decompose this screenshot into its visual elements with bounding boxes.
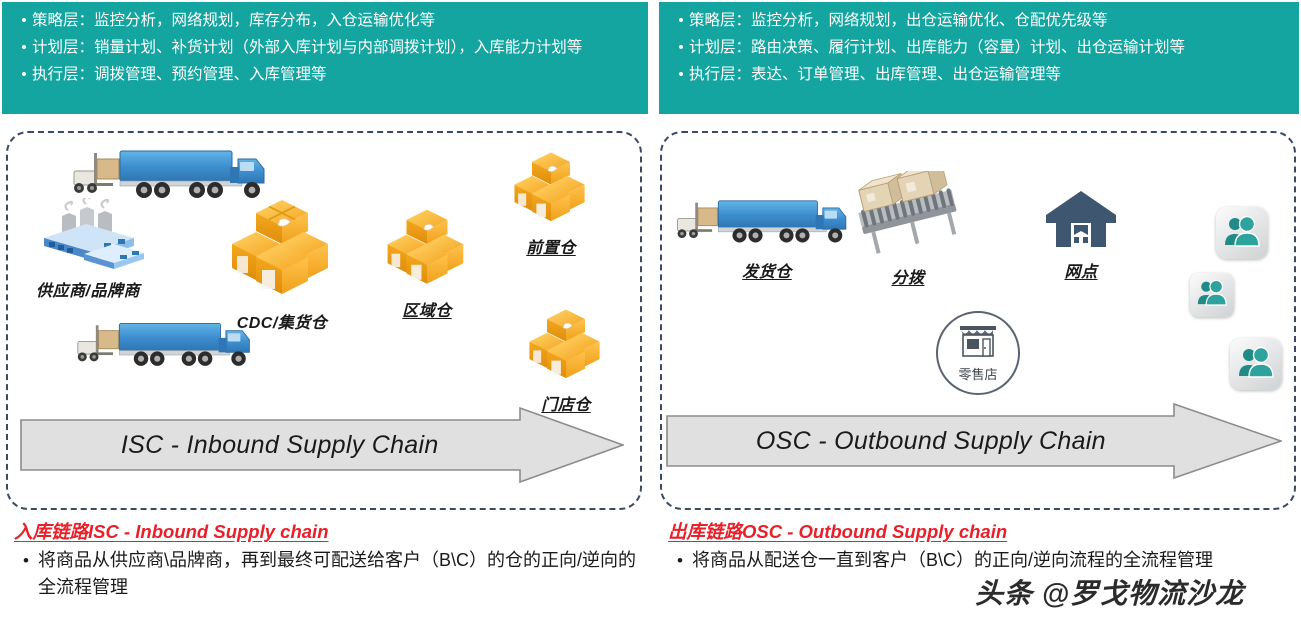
customer-icon-card-3 [1230, 338, 1282, 390]
arrow-label-isc: ISC - Inbound Supply Chain [120, 430, 439, 459]
arrow-banner-isc: ISC - Inbound Supply Chain [20, 406, 624, 484]
shop-front-icon [958, 324, 998, 363]
factory-icon [24, 194, 152, 275]
truck-node-top [70, 145, 280, 212]
caption-body-inbound: 将商品从供应商\品牌商，再到最终可配送给客户（B\C）的仓的正向/逆向的全流程管… [38, 550, 637, 597]
bullet-dot-icon: • [677, 551, 683, 570]
box-stack-icon [230, 198, 334, 307]
node-outlet: 网点 [1044, 189, 1118, 282]
node-label-outlet: 网点 [1064, 264, 1098, 281]
truck-forklift-icon [74, 318, 264, 379]
arrow-label-osc: OSC - Outbound Supply Chain [755, 426, 1106, 455]
caption-body-outbound: 将商品从配送仓一直到客户（B\C）的正向/逆向流程的全流程管理 [692, 550, 1214, 570]
header-bullet-row: • 执行层：调拨管理、预约管理、入库管理等 [16, 62, 638, 87]
node-shipping-warehouse: 发货仓 [674, 195, 860, 282]
node-cdc: CDC/集货仓 [230, 198, 334, 333]
node-forward-warehouse: 前置仓 [513, 151, 589, 258]
header-bullet-text: 执行层：表达、订单管理、出库管理、出仓运输管理等 [689, 66, 1062, 83]
caption-inbound: 入库链路ISC - Inbound Supply chain • 将商品从供应商… [14, 518, 644, 601]
node-label-supplier: 供应商/品牌商 [36, 283, 140, 300]
bullet-dot-icon: • [678, 66, 684, 83]
node-sorting: 分拨 [850, 160, 966, 288]
bullet-dot-icon: • [21, 12, 27, 29]
customer-icon-card-1 [1216, 207, 1268, 259]
box-stack-icon [386, 208, 468, 295]
warehouse-icon [1044, 189, 1118, 256]
node-label-shipping-warehouse: 发货仓 [742, 264, 792, 281]
people-icon [1238, 346, 1274, 383]
header-bullet-text: 策略层：监控分析，网络规划，出仓运输优化、仓配优先级等 [689, 12, 1108, 29]
truck-forklift-icon [70, 145, 280, 212]
node-supplier: 供应商/品牌商 [24, 194, 152, 301]
node-label-forward-warehouse: 前置仓 [526, 240, 576, 257]
header-bullet-row: • 策略层：监控分析，网络规划，出仓运输优化、仓配优先级等 [673, 8, 1289, 33]
caption-bullet-row: • 将商品从配送仓一直到客户（B\C）的正向/逆向流程的全流程管理 [668, 547, 1298, 574]
people-icon [1197, 279, 1227, 311]
header-bullet-text: 策略层：监控分析，网络规划，库存分布，入仓运输优化等 [32, 12, 436, 29]
header-bullet-text: 执行层：调拨管理、预约管理、入库管理等 [32, 66, 327, 83]
bullet-dot-icon: • [23, 551, 29, 570]
node-store-warehouse: 门店仓 [528, 308, 604, 415]
bullet-dot-icon: • [21, 39, 27, 56]
node-label-regional-warehouse: 区域仓 [402, 303, 452, 320]
truck-node-bottom [74, 318, 264, 379]
caption-title-inbound: 入库链路ISC - Inbound Supply chain [14, 521, 329, 542]
header-bullet-row: • 计划层：销量计划、补货计划（外部入库计划与内部调拨计划），入库能力计划等 [16, 35, 638, 60]
conveyor-icon [850, 160, 966, 262]
box-stack-icon [513, 151, 589, 232]
node-label-store-warehouse: 门店仓 [541, 397, 591, 414]
caption-outbound: 出库链路OSC - Outbound Supply chain • 将商品从配送… [668, 518, 1298, 574]
node-label-cdc: CDC/集货仓 [236, 315, 328, 332]
retail-store-label: 零售店 [958, 366, 998, 382]
header-bullet-text: 计划层：销量计划、补货计划（外部入库计划与内部调拨计划），入库能力计划等 [32, 39, 583, 56]
header-bullet-row: • 执行层：表达、订单管理、出库管理、出仓运输管理等 [673, 62, 1289, 87]
node-regional-warehouse: 区域仓 [386, 208, 468, 321]
header-bullet-row: • 计划层：路由决策、履行计划、出库能力（容量）计划、出仓运输计划等 [673, 35, 1289, 60]
header-box-outbound: • 策略层：监控分析，网络规划，出仓运输优化、仓配优先级等 • 计划层：路由决策… [659, 2, 1299, 114]
header-bullet-row: • 策略层：监控分析，网络规划，库存分布，入仓运输优化等 [16, 8, 638, 33]
retail-store-badge: 零售店 [936, 311, 1020, 395]
caption-bullet-row: • 将商品从供应商\品牌商，再到最终可配送给客户（B\C）的仓的正向/逆向的全流… [14, 547, 644, 601]
bullet-dot-icon: • [21, 66, 27, 83]
caption-title-outbound: 出库链路OSC - Outbound Supply chain [668, 521, 1008, 542]
box-stack-icon [528, 308, 604, 389]
bullet-dot-icon: • [678, 12, 684, 29]
watermark-text: 头条 @罗戈物流沙龙 [975, 578, 1245, 609]
truck-forklift-icon [674, 195, 860, 256]
people-icon [1224, 215, 1260, 252]
customer-icon-card-2 [1190, 273, 1234, 317]
header-box-inbound: • 策略层：监控分析，网络规划，库存分布，入仓运输优化等 • 计划层：销量计划、… [2, 2, 648, 114]
bullet-dot-icon: • [678, 39, 684, 56]
arrow-banner-osc: OSC - Outbound Supply Chain [666, 402, 1282, 480]
node-label-sorting: 分拨 [891, 270, 925, 287]
header-bullet-text: 计划层：路由决策、履行计划、出库能力（容量）计划、出仓运输计划等 [689, 39, 1186, 56]
node-retail-store: 零售店 [936, 311, 1020, 395]
